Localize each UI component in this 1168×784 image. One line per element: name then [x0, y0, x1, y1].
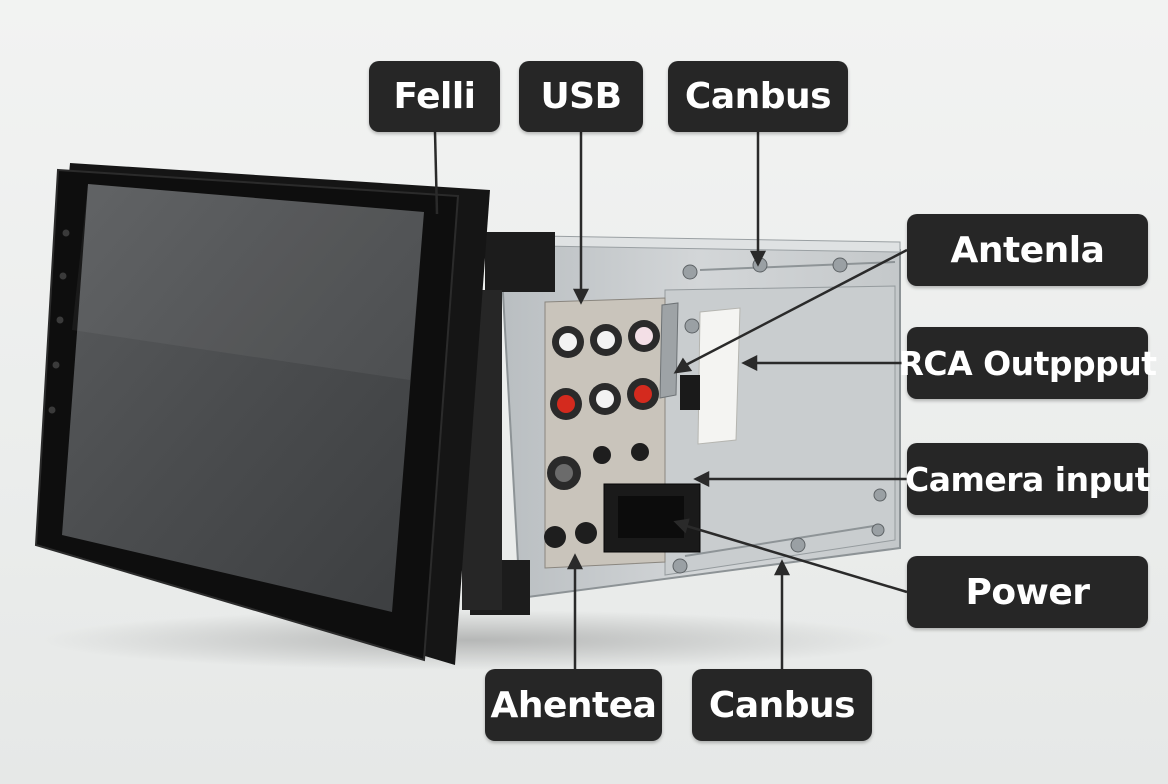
connector-plate	[544, 297, 701, 569]
antenna-leader-line	[679, 248, 908, 370]
power-leader-line	[679, 522, 908, 594]
camera-input-callout-label: Camera input	[905, 443, 1151, 515]
power-callout-label: Power	[907, 556, 1148, 628]
touchscreen-panel	[34, 163, 490, 665]
usb-callout-label: USB	[519, 61, 643, 132]
canbus-top-callout-label: Canbus	[668, 61, 848, 132]
felli-leader-line	[433, 131, 439, 215]
metal-chassis	[462, 232, 901, 615]
rca-output-callout-label: RCA Outppput	[898, 327, 1157, 399]
leader-lines	[433, 131, 908, 669]
canbus-bottom-callout-label: Canbus	[692, 669, 872, 741]
felli-callout-label: Felli	[369, 61, 500, 132]
ahentea-callout-label: Ahentea	[485, 669, 662, 741]
antenna-callout-label: Antenla	[907, 214, 1148, 286]
